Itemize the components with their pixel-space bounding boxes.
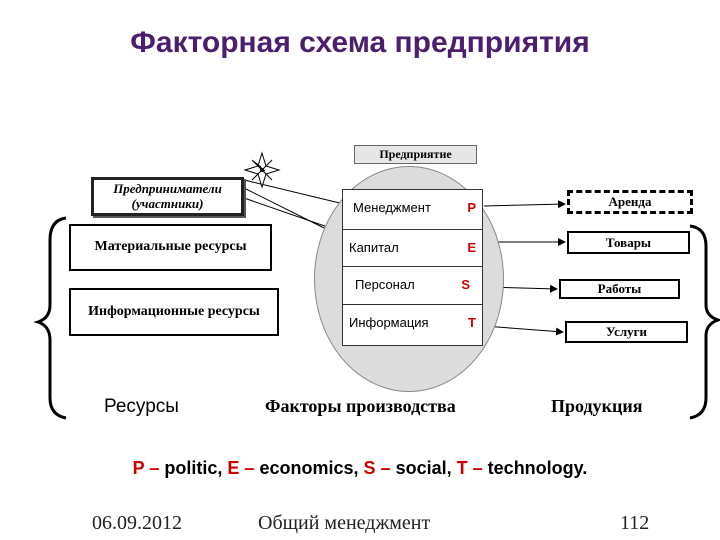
factors-table: Менеджмент P Капитал E Персонал S Информ… — [342, 189, 483, 346]
legend-dash: – — [244, 458, 255, 478]
works-box: Работы — [559, 279, 680, 299]
legend-t-letter: T — [456, 458, 468, 478]
footer-date: 06.09.2012 — [92, 512, 182, 534]
factor-row-management: Менеджмент P — [343, 190, 482, 230]
page-title: Факторная схема предприятия — [130, 26, 590, 59]
participants-to-management-line — [243, 179, 349, 208]
factor-letter: S — [461, 277, 470, 292]
factor-label: Капитал — [349, 240, 399, 255]
factor-row-information: Информация T — [343, 305, 482, 345]
goods-box: Товары — [567, 231, 690, 254]
material-resources-box: Материальные ресурсы — [69, 224, 272, 271]
rent-box: Аренда — [567, 190, 693, 214]
footer-page-number: 112 — [620, 512, 650, 534]
factor-letter: E — [467, 240, 476, 255]
factor-label: Персонал — [355, 277, 415, 292]
information-resources-box: Информационные ресурсы — [69, 288, 279, 336]
participants-box: Предприниматели (участники) — [91, 177, 244, 216]
products-caption: Продукция — [551, 396, 643, 416]
factor-row-personnel: Персонал S — [343, 267, 482, 305]
arrow-to-rent — [483, 200, 566, 209]
factor-letter: T — [468, 315, 476, 330]
legend-s-letter: S — [363, 458, 376, 478]
factor-label: Менеджмент — [353, 200, 431, 215]
legend-t-text: technology. — [487, 458, 588, 478]
legend-dash: – — [149, 458, 160, 478]
legend-e-text: economics, — [259, 458, 359, 478]
legend-line: P – politic, E – economics, S – social, … — [0, 458, 720, 479]
factor-label: Информация — [349, 315, 429, 330]
legend-dash: – — [472, 458, 483, 478]
legend-e-letter: E — [227, 458, 240, 478]
right-brace — [689, 224, 720, 420]
legend-p-text: politic, — [164, 458, 223, 478]
compass-icon — [243, 151, 281, 189]
left-brace — [33, 216, 67, 420]
legend-dash: – — [380, 458, 391, 478]
factor-letter: P — [467, 200, 476, 215]
footer-course: Общий менеджмент — [258, 512, 431, 534]
factor-row-capital: Капитал E — [343, 230, 482, 267]
arrow-to-services — [483, 325, 564, 336]
services-box: Услуги — [565, 321, 688, 343]
resources-caption: Ресурсы — [104, 396, 179, 417]
factors-caption: Факторы производства — [265, 396, 456, 416]
legend-s-text: social, — [395, 458, 452, 478]
enterprise-label: Предприятие — [354, 145, 477, 164]
legend-p-letter: P — [132, 458, 145, 478]
